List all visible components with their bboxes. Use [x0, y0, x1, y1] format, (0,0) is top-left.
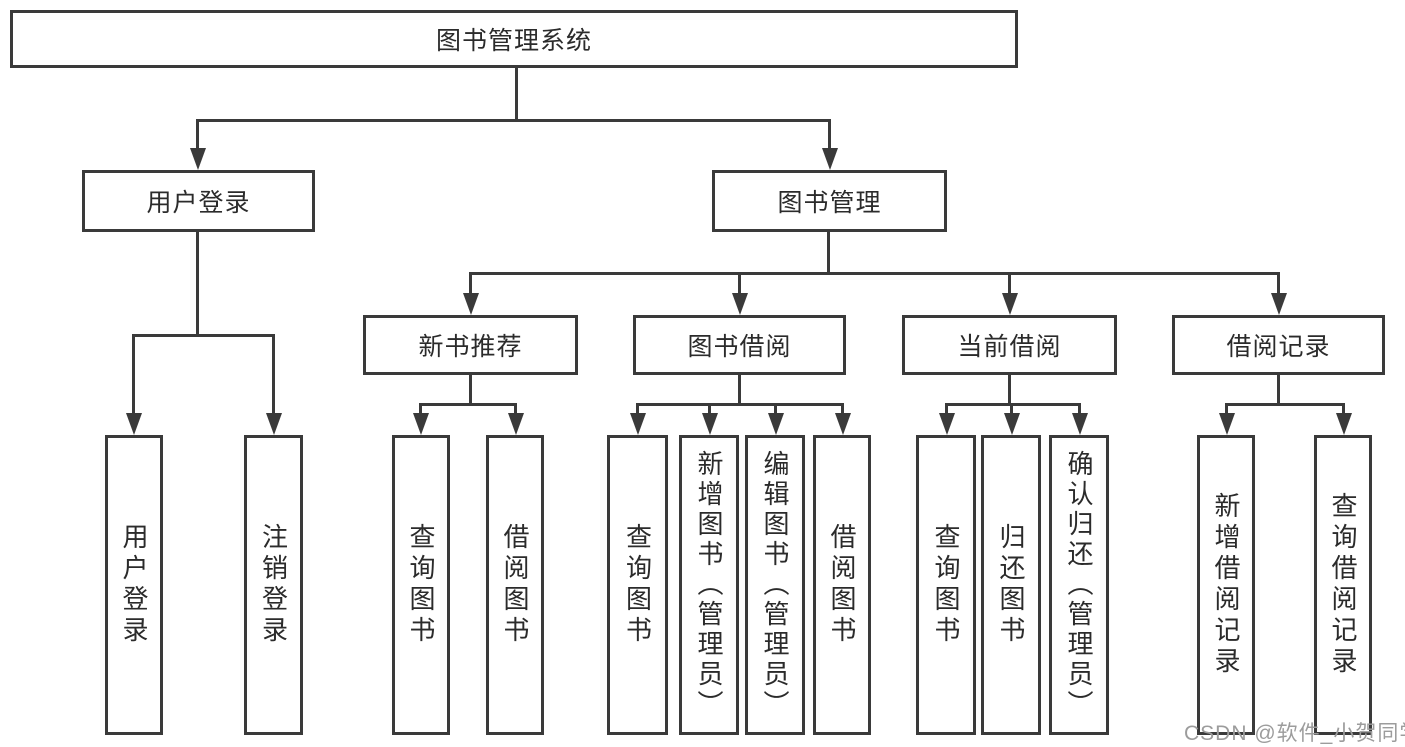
arrowhead-icon — [1336, 413, 1352, 435]
node-current-borrowing: 当前借阅 — [902, 315, 1117, 375]
node-new-book-recommend-label: 新书推荐 — [418, 333, 523, 361]
leaf-borrow-books-label: 借阅图书 — [827, 523, 857, 647]
connector-user-login-bar — [132, 334, 275, 337]
connector-drop — [708, 403, 711, 417]
arrowhead-icon — [1004, 413, 1020, 435]
arrowhead-icon — [1271, 293, 1287, 315]
arrowhead-icon — [1002, 293, 1018, 315]
leaf-borrow-books-recommend-label: 借阅图书 — [500, 523, 530, 647]
arrowhead-icon — [413, 413, 429, 435]
arrowhead-icon — [1219, 413, 1235, 435]
leaf-user-login: 用户登录 — [105, 435, 163, 735]
arrowhead-icon — [630, 413, 646, 435]
arrowhead-icon — [939, 413, 955, 435]
connector-drop — [419, 403, 422, 417]
node-borrowing-records: 借阅记录 — [1172, 315, 1385, 375]
connector-book-management-stem — [827, 232, 830, 275]
connector-drop — [945, 403, 948, 417]
connector-drop — [1342, 403, 1345, 417]
leaf-borrow-books: 借阅图书 — [813, 435, 871, 735]
arrowhead-icon — [1072, 413, 1088, 435]
node-book-management: 图书管理 — [712, 170, 947, 232]
connector-drop — [1078, 403, 1081, 417]
leaf-add-books-admin-label: 新增图书（管理员） — [694, 450, 724, 720]
leaf-query-books-borrowing-label: 查询图书 — [622, 523, 653, 647]
connector-borrowing-records-bar — [1225, 403, 1345, 406]
leaf-query-borrow-record: 查询借阅记录 — [1314, 435, 1372, 735]
connector-drop-leaf-logout — [272, 334, 275, 416]
node-book-management-label: 图书管理 — [777, 189, 882, 217]
leaf-add-borrow-record-label: 新增借阅记录 — [1211, 492, 1241, 678]
arrowhead-icon — [126, 413, 142, 435]
node-root: 图书管理系统 — [10, 10, 1018, 68]
connector-user-login-stem — [196, 232, 199, 337]
node-book-borrowing-label: 图书借阅 — [687, 333, 792, 361]
node-user-login-label: 用户登录 — [146, 189, 251, 217]
connector-drop — [774, 403, 777, 417]
leaf-edit-books-admin: 编辑图书（管理员） — [745, 435, 805, 735]
connector-root-stem — [515, 66, 518, 122]
connector-book-borrowing-stem — [738, 375, 741, 406]
connector-drop — [841, 403, 844, 417]
connector-new-book-recommend-bar — [419, 403, 517, 406]
arrowhead-icon — [190, 148, 206, 170]
arrowhead-icon — [835, 413, 851, 435]
leaf-query-books-recommend-label: 查询图书 — [406, 523, 436, 647]
node-root-label: 图书管理系统 — [435, 27, 592, 55]
connector-drop — [636, 403, 639, 417]
leaf-return-books: 归还图书 — [981, 435, 1041, 735]
arrowhead-icon — [822, 148, 838, 170]
connector-drop-leaf-user-login — [132, 334, 135, 416]
connector-drop-book-management — [828, 119, 831, 151]
watermark: CSDN @软件_小贺同学 — [1184, 722, 1405, 745]
node-current-borrowing-label: 当前借阅 — [957, 333, 1062, 361]
arrowhead-icon — [463, 293, 479, 315]
connector-drop — [514, 403, 517, 417]
connector-book-borrowing-bar — [636, 403, 844, 406]
arrowhead-icon — [732, 293, 748, 315]
arrowhead-icon — [266, 413, 282, 435]
connector-drop-borrowing-records — [1277, 272, 1280, 296]
leaf-query-borrow-record-label: 查询借阅记录 — [1328, 492, 1358, 678]
leaf-confirm-return-admin: 确认归还（管理员） — [1049, 435, 1109, 735]
leaf-query-books-current: 查询图书 — [916, 435, 976, 735]
connector-current-borrowing-stem — [1008, 375, 1011, 406]
leaf-query-books-borrowing: 查询图书 — [607, 435, 668, 735]
leaf-borrow-books-recommend: 借阅图书 — [486, 435, 544, 735]
leaf-query-books-recommend: 查询图书 — [392, 435, 450, 735]
leaf-query-books-current-label: 查询图书 — [931, 523, 961, 647]
connector-drop — [1225, 403, 1228, 417]
node-book-borrowing: 图书借阅 — [633, 315, 846, 375]
leaf-add-books-admin: 新增图书（管理员） — [679, 435, 739, 735]
connector-current-borrowing-bar — [945, 403, 1081, 406]
node-new-book-recommend: 新书推荐 — [363, 315, 578, 375]
connector-drop — [1010, 403, 1013, 417]
connector-book-management-bar — [469, 272, 1280, 275]
connector-drop-current-borrowing — [1008, 272, 1011, 296]
leaf-return-books-label: 归还图书 — [996, 523, 1026, 647]
arrowhead-icon — [702, 413, 718, 435]
node-borrowing-records-label: 借阅记录 — [1226, 333, 1331, 361]
leaf-user-login-label: 用户登录 — [119, 523, 149, 647]
connector-drop-new-book-recommend — [469, 272, 472, 296]
connector-root-bar — [196, 119, 831, 122]
leaf-logout: 注销登录 — [244, 435, 303, 735]
leaf-edit-books-admin-label: 编辑图书（管理员） — [760, 450, 790, 720]
connector-drop-user-login — [196, 119, 199, 151]
arrowhead-icon — [768, 413, 784, 435]
connector-new-book-recommend-stem — [469, 375, 472, 406]
connector-drop-book-borrowing — [738, 272, 741, 296]
connector-borrowing-records-stem — [1277, 375, 1280, 406]
leaf-add-borrow-record: 新增借阅记录 — [1197, 435, 1255, 735]
leaf-confirm-return-admin-label: 确认归还（管理员） — [1064, 450, 1094, 720]
leaf-logout-label: 注销登录 — [258, 523, 289, 647]
node-user-login: 用户登录 — [82, 170, 315, 232]
arrowhead-icon — [508, 413, 524, 435]
